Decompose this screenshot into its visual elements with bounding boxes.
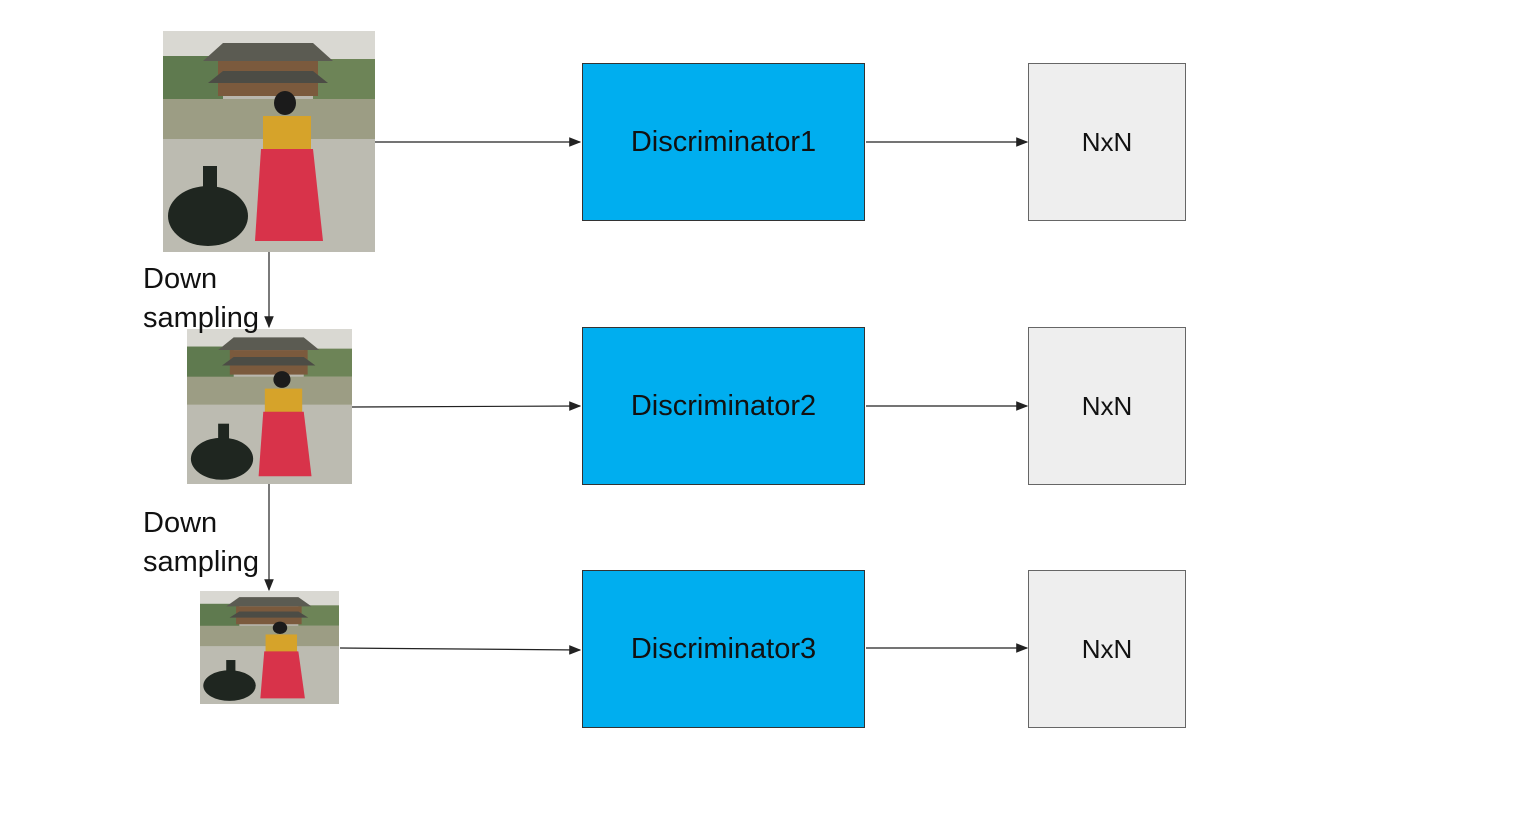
discriminator-1-box: Discriminator1 xyxy=(582,63,865,221)
discriminator-2-box: Discriminator2 xyxy=(582,327,865,485)
output-2-box: NxN xyxy=(1028,327,1186,485)
output-3-box: NxN xyxy=(1028,570,1186,728)
input-image-full-scale xyxy=(163,31,375,252)
arrow-image3-to-disc3 xyxy=(339,645,582,655)
output-1-box: NxN xyxy=(1028,63,1186,221)
downsampling-label-1: Down sampling xyxy=(143,263,260,334)
downsampling-label-2: Down sampling xyxy=(143,507,260,578)
input-image-half-scale xyxy=(187,329,352,484)
discriminator-3-box: Discriminator3 xyxy=(582,570,865,728)
arrow-image2-to-disc2 xyxy=(351,401,582,411)
input-image-quarter-scale xyxy=(200,591,339,704)
